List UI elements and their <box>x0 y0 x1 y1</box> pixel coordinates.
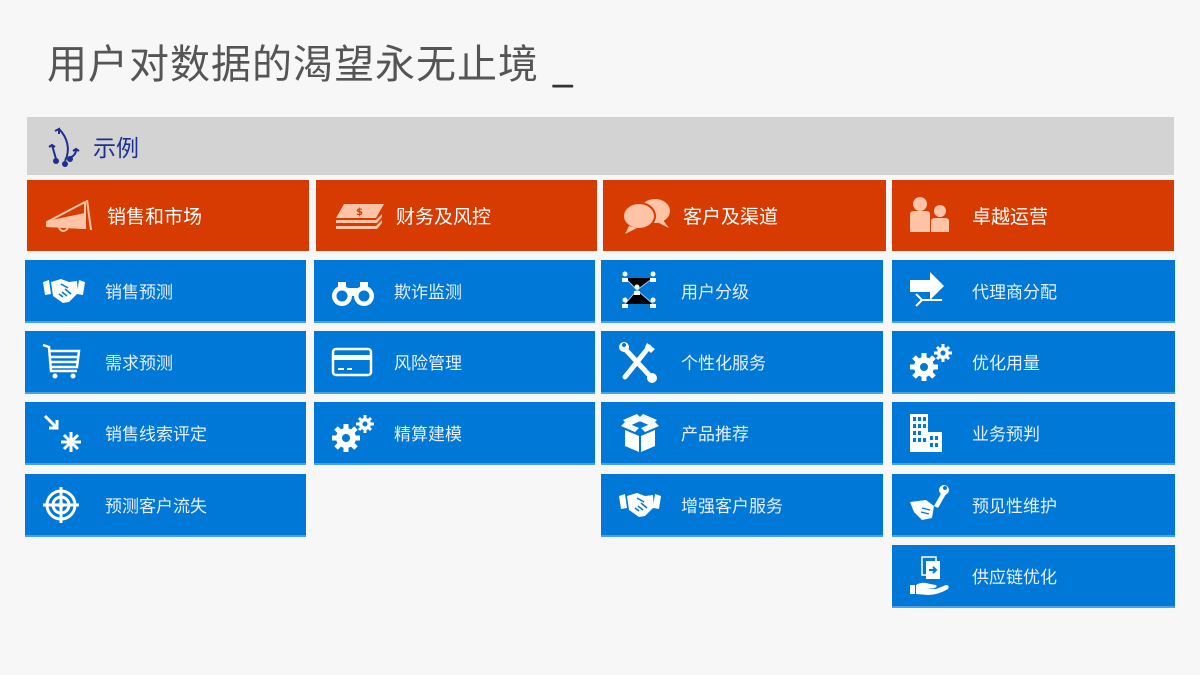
banner-label: 示例 <box>93 136 139 162</box>
title-cursor: _ <box>552 42 574 88</box>
slide-title: 用户对数据的渴望永无止境 _ <box>47 40 574 90</box>
item-label: 需求预测 <box>105 354 173 374</box>
item-usage-optimization[interactable]: 优化用量 <box>892 331 1175 394</box>
branching-arrows-icon <box>41 121 89 171</box>
item-predictive-maintenance[interactable]: 预见性维护 <box>892 474 1175 537</box>
item-enhanced-customer-service[interactable]: 增强客户服务 <box>601 474 883 537</box>
item-label: 增强客户服务 <box>681 497 783 517</box>
category-label: 销售和市场 <box>107 206 203 228</box>
item-label: 销售线索评定 <box>105 425 207 445</box>
gears-icon <box>908 341 954 383</box>
tools-icon <box>617 341 663 383</box>
item-label: 个性化服务 <box>681 354 766 374</box>
category-operational-excellence[interactable]: 卓越运营 <box>892 180 1174 251</box>
item-lead-scoring[interactable]: 销售线索评定 <box>25 402 306 465</box>
binoculars-icon <box>330 270 376 312</box>
item-agent-allocation[interactable]: 代理商分配 <box>892 260 1175 323</box>
item-label: 产品推荐 <box>681 425 749 445</box>
slide-title-text: 用户对数据的渴望永无止境 <box>47 42 539 88</box>
item-risk-management[interactable]: 风险管理 <box>314 331 595 394</box>
item-churn-prediction[interactable]: 预测客户流失 <box>25 474 306 537</box>
item-label: 优化用量 <box>972 354 1040 374</box>
item-label: 供应链优化 <box>972 568 1057 588</box>
exchange-arrows-icon <box>908 270 954 312</box>
user-network-icon <box>617 270 663 312</box>
people-icon <box>906 196 966 236</box>
open-box-icon <box>617 412 663 454</box>
item-sales-forecast[interactable]: 销售预测 <box>25 260 306 323</box>
megaphone-icon <box>41 196 101 236</box>
arrow-spark-icon <box>41 412 87 454</box>
buildings-icon <box>908 412 954 454</box>
item-fraud-detection[interactable]: 欺诈监测 <box>314 260 595 323</box>
item-label: 风险管理 <box>394 354 462 374</box>
item-label: 欺诈监测 <box>394 283 462 303</box>
item-personalized-service[interactable]: 个性化服务 <box>601 331 883 394</box>
target-icon <box>41 484 87 526</box>
category-customers-channels[interactable]: 客户及渠道 <box>603 180 886 251</box>
handshake-icon <box>617 484 663 526</box>
money-stack-icon: $ <box>330 196 390 236</box>
chat-bubbles-icon <box>617 196 677 236</box>
item-label: 预测客户流失 <box>105 497 207 517</box>
item-label: 预见性维护 <box>972 497 1057 517</box>
credit-card-icon <box>330 341 376 383</box>
gears-icon <box>330 412 376 454</box>
category-label: 财务及风控 <box>396 206 492 228</box>
category-sales-marketing[interactable]: 销售和市场 <box>27 180 309 251</box>
item-label: 业务预判 <box>972 425 1040 445</box>
svg-text:$: $ <box>356 207 363 218</box>
item-label: 代理商分配 <box>972 283 1057 303</box>
category-label: 客户及渠道 <box>683 206 779 228</box>
handshake-icon <box>41 270 87 312</box>
category-finance-risk[interactable]: $ 财务及风控 <box>316 180 597 251</box>
hand-document-icon <box>908 555 954 597</box>
item-product-recommendation[interactable]: 产品推荐 <box>601 402 883 465</box>
category-label: 卓越运营 <box>972 206 1049 228</box>
item-label: 用户分级 <box>681 283 749 303</box>
item-label: 精算建模 <box>394 425 462 445</box>
item-supply-chain-optimization[interactable]: 供应链优化 <box>892 545 1175 608</box>
item-user-segmentation[interactable]: 用户分级 <box>601 260 883 323</box>
examples-banner: 示例 <box>27 117 1174 175</box>
item-demand-forecast[interactable]: 需求预测 <box>25 331 306 394</box>
shopping-cart-icon <box>41 341 87 383</box>
hand-wrench-icon <box>908 484 954 526</box>
item-label: 销售预测 <box>105 283 173 303</box>
item-business-forecast[interactable]: 业务预判 <box>892 402 1175 465</box>
item-actuarial-modeling[interactable]: 精算建模 <box>314 402 595 465</box>
